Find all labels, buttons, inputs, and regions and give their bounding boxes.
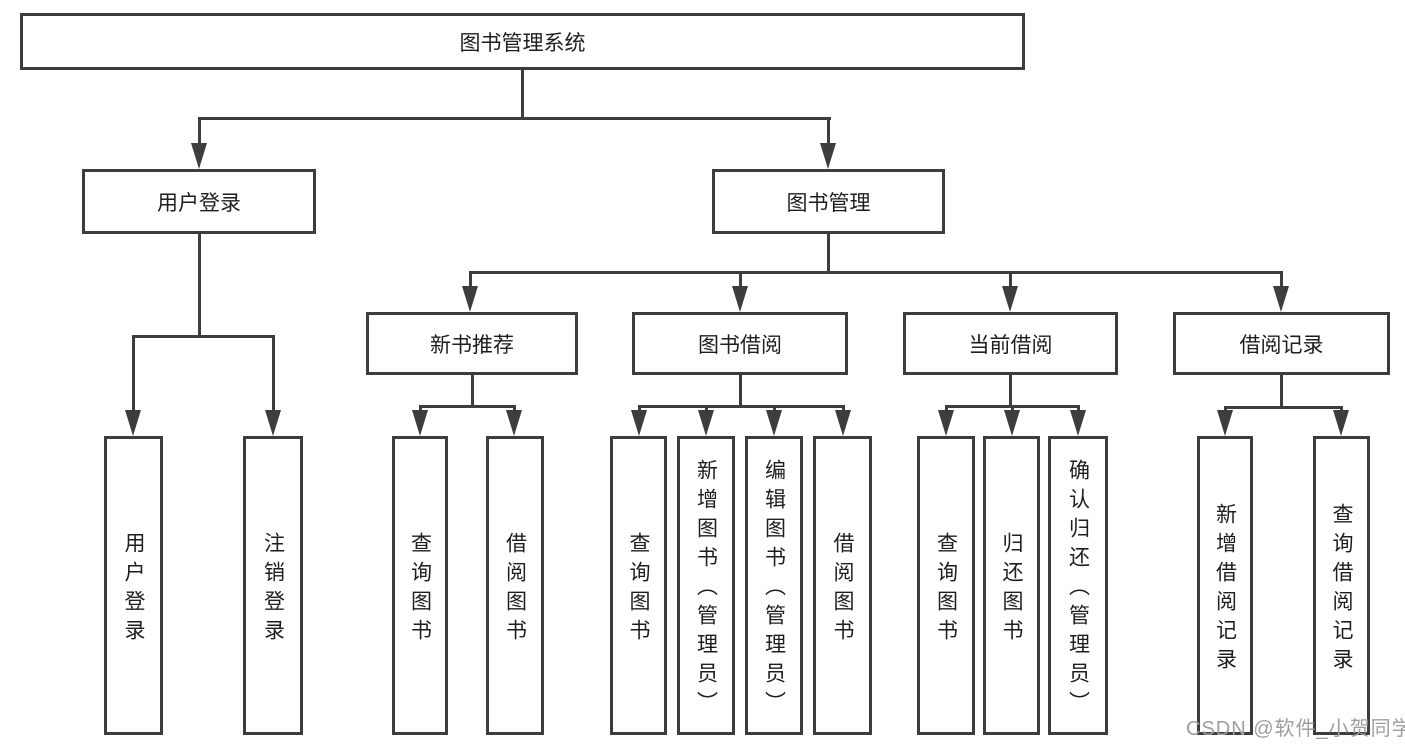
arrowhead-br-query xyxy=(1333,410,1349,436)
leaf-records-query-record-label: 查询借阅记录 xyxy=(1330,502,1354,677)
connector-br-query-stem xyxy=(1340,406,1343,413)
connector-root-horizontal xyxy=(198,117,831,120)
leaf-newrec-query-books-label: 查询图书 xyxy=(408,531,432,648)
arrowhead-to-current-borrowing xyxy=(1002,286,1018,312)
connector-book-management-stem xyxy=(827,234,830,274)
leaf-current-confirm-return-admin-label: 确认归还（管理员） xyxy=(1066,459,1090,720)
connector-bb-borrow-stem xyxy=(842,405,845,413)
leaf-borrowing-borrow-books-label: 借阅图书 xyxy=(831,531,855,648)
node-user-login: 用户登录 xyxy=(82,169,316,234)
connector-new-rec-stem xyxy=(471,375,474,406)
connector-user-login-horizontal xyxy=(132,335,275,338)
arrowhead-to-new-rec xyxy=(462,286,478,312)
node-library-system-label: 图书管理系统 xyxy=(459,31,586,55)
node-user-login-label: 用户登录 xyxy=(157,191,241,215)
connector-user-login-stem xyxy=(198,234,201,338)
arrowhead-to-book-borrowing xyxy=(732,286,748,312)
arrowhead-bb-query xyxy=(631,410,647,436)
node-book-management-label: 图书管理 xyxy=(786,191,871,215)
leaf-user-login: 用户登录 xyxy=(104,436,163,735)
arrowhead-cb-query xyxy=(938,410,954,436)
arrowhead-to-leaf-logout xyxy=(265,410,281,436)
node-new-book-recommend: 新书推荐 xyxy=(366,312,578,375)
csdn-watermark: CSDN @软件_小贺同学 xyxy=(1186,718,1405,740)
leaf-records-add-record: 新增借阅记录 xyxy=(1197,436,1253,735)
leaf-current-return-books-label: 归还图书 xyxy=(1000,531,1024,648)
leaf-borrowing-edit-books-admin: 编辑图书（管理员） xyxy=(745,436,803,735)
leaf-borrowing-query-books-label: 查询图书 xyxy=(627,531,651,648)
leaf-newrec-borrow-books: 借阅图书 xyxy=(486,436,544,735)
node-new-book-recommend-label: 新书推荐 xyxy=(430,333,514,357)
leaf-records-add-record-label: 新增借阅记录 xyxy=(1213,502,1237,677)
leaf-user-login-label: 用户登录 xyxy=(122,531,146,648)
connector-bb-query-stem xyxy=(638,405,641,413)
connector-to-book-borrowing-stem xyxy=(739,271,742,288)
arrowhead-to-leaf-login xyxy=(125,410,141,436)
connector-to-book-management-stem xyxy=(827,117,830,147)
arrowhead-br-add xyxy=(1217,410,1233,436)
node-book-borrowing-label: 图书借阅 xyxy=(698,333,782,357)
leaf-borrowing-query-books: 查询图书 xyxy=(610,436,667,735)
connector-to-borrow-records-stem xyxy=(1280,271,1283,288)
leaf-current-query-books: 查询图书 xyxy=(917,436,975,735)
leaf-borrowing-add-books-admin-label: 新增图书（管理员） xyxy=(694,459,718,720)
leaf-logout: 注销登录 xyxy=(243,436,303,735)
connector-cb-confirm-stem xyxy=(1077,405,1080,413)
node-library-system: 图书管理系统 xyxy=(20,13,1025,70)
connector-current-borrowing-group-stem xyxy=(1009,375,1012,406)
connector-root-stem xyxy=(521,69,524,120)
connector-book-borrowing-group-stem xyxy=(739,375,742,406)
leaf-logout-label: 注销登录 xyxy=(261,531,285,648)
node-borrow-records-label: 借阅记录 xyxy=(1239,333,1324,357)
connector-cb-return-stem xyxy=(1011,405,1014,413)
leaf-borrowing-add-books-admin: 新增图书（管理员） xyxy=(677,436,735,735)
arrowhead-cb-return xyxy=(1004,410,1020,436)
connector-borrow-records-group-stem xyxy=(1280,375,1283,408)
arrowhead-to-borrow-records xyxy=(1273,286,1289,312)
connector-to-leaf-login-stem xyxy=(132,335,135,413)
connector-to-new-rec-stem xyxy=(469,271,472,288)
arrowhead-newrec-borrow xyxy=(506,410,522,436)
connector-cb-query-stem xyxy=(945,405,948,413)
connector-to-current-borrowing-stem xyxy=(1009,271,1012,288)
node-book-borrowing: 图书借阅 xyxy=(632,312,848,375)
leaf-records-query-record: 查询借阅记录 xyxy=(1313,436,1370,735)
node-book-management: 图书管理 xyxy=(712,169,945,234)
connector-book-borrowing-horizontal xyxy=(638,405,844,408)
connector-new-rec-horizontal xyxy=(419,405,516,408)
arrowhead-bb-add xyxy=(698,410,714,436)
arrowhead-newrec-query xyxy=(412,410,428,436)
leaf-current-return-books: 归还图书 xyxy=(983,436,1040,735)
connector-newrec-query-stem xyxy=(419,405,422,413)
node-borrow-records: 借阅记录 xyxy=(1173,312,1390,375)
node-current-borrowing: 当前借阅 xyxy=(903,312,1118,375)
leaf-newrec-borrow-books-label: 借阅图书 xyxy=(503,531,527,648)
connector-newrec-borrow-stem xyxy=(513,405,516,413)
connector-book-management-horizontal xyxy=(469,271,1282,274)
leaf-borrowing-edit-books-admin-label: 编辑图书（管理员） xyxy=(762,459,786,720)
connector-borrow-records-horizontal xyxy=(1224,406,1342,409)
connector-bb-add-stem xyxy=(705,405,708,413)
leaf-current-confirm-return-admin: 确认归还（管理员） xyxy=(1048,436,1108,735)
arrowhead-bb-borrow xyxy=(835,410,851,436)
arrowhead-to-user-login xyxy=(191,143,207,169)
leaf-current-query-books-label: 查询图书 xyxy=(934,531,958,648)
leaf-borrowing-borrow-books: 借阅图书 xyxy=(813,436,872,735)
connector-to-user-login-stem xyxy=(198,117,201,147)
node-current-borrowing-label: 当前借阅 xyxy=(968,333,1053,357)
connector-to-leaf-logout-stem xyxy=(272,335,275,413)
arrowhead-bb-edit xyxy=(766,410,782,436)
arrowhead-to-book-management xyxy=(820,143,836,169)
arrowhead-cb-confirm xyxy=(1070,410,1086,436)
connector-br-add-stem xyxy=(1224,406,1227,413)
connector-bb-edit-stem xyxy=(773,405,776,413)
leaf-newrec-query-books: 查询图书 xyxy=(392,436,448,735)
